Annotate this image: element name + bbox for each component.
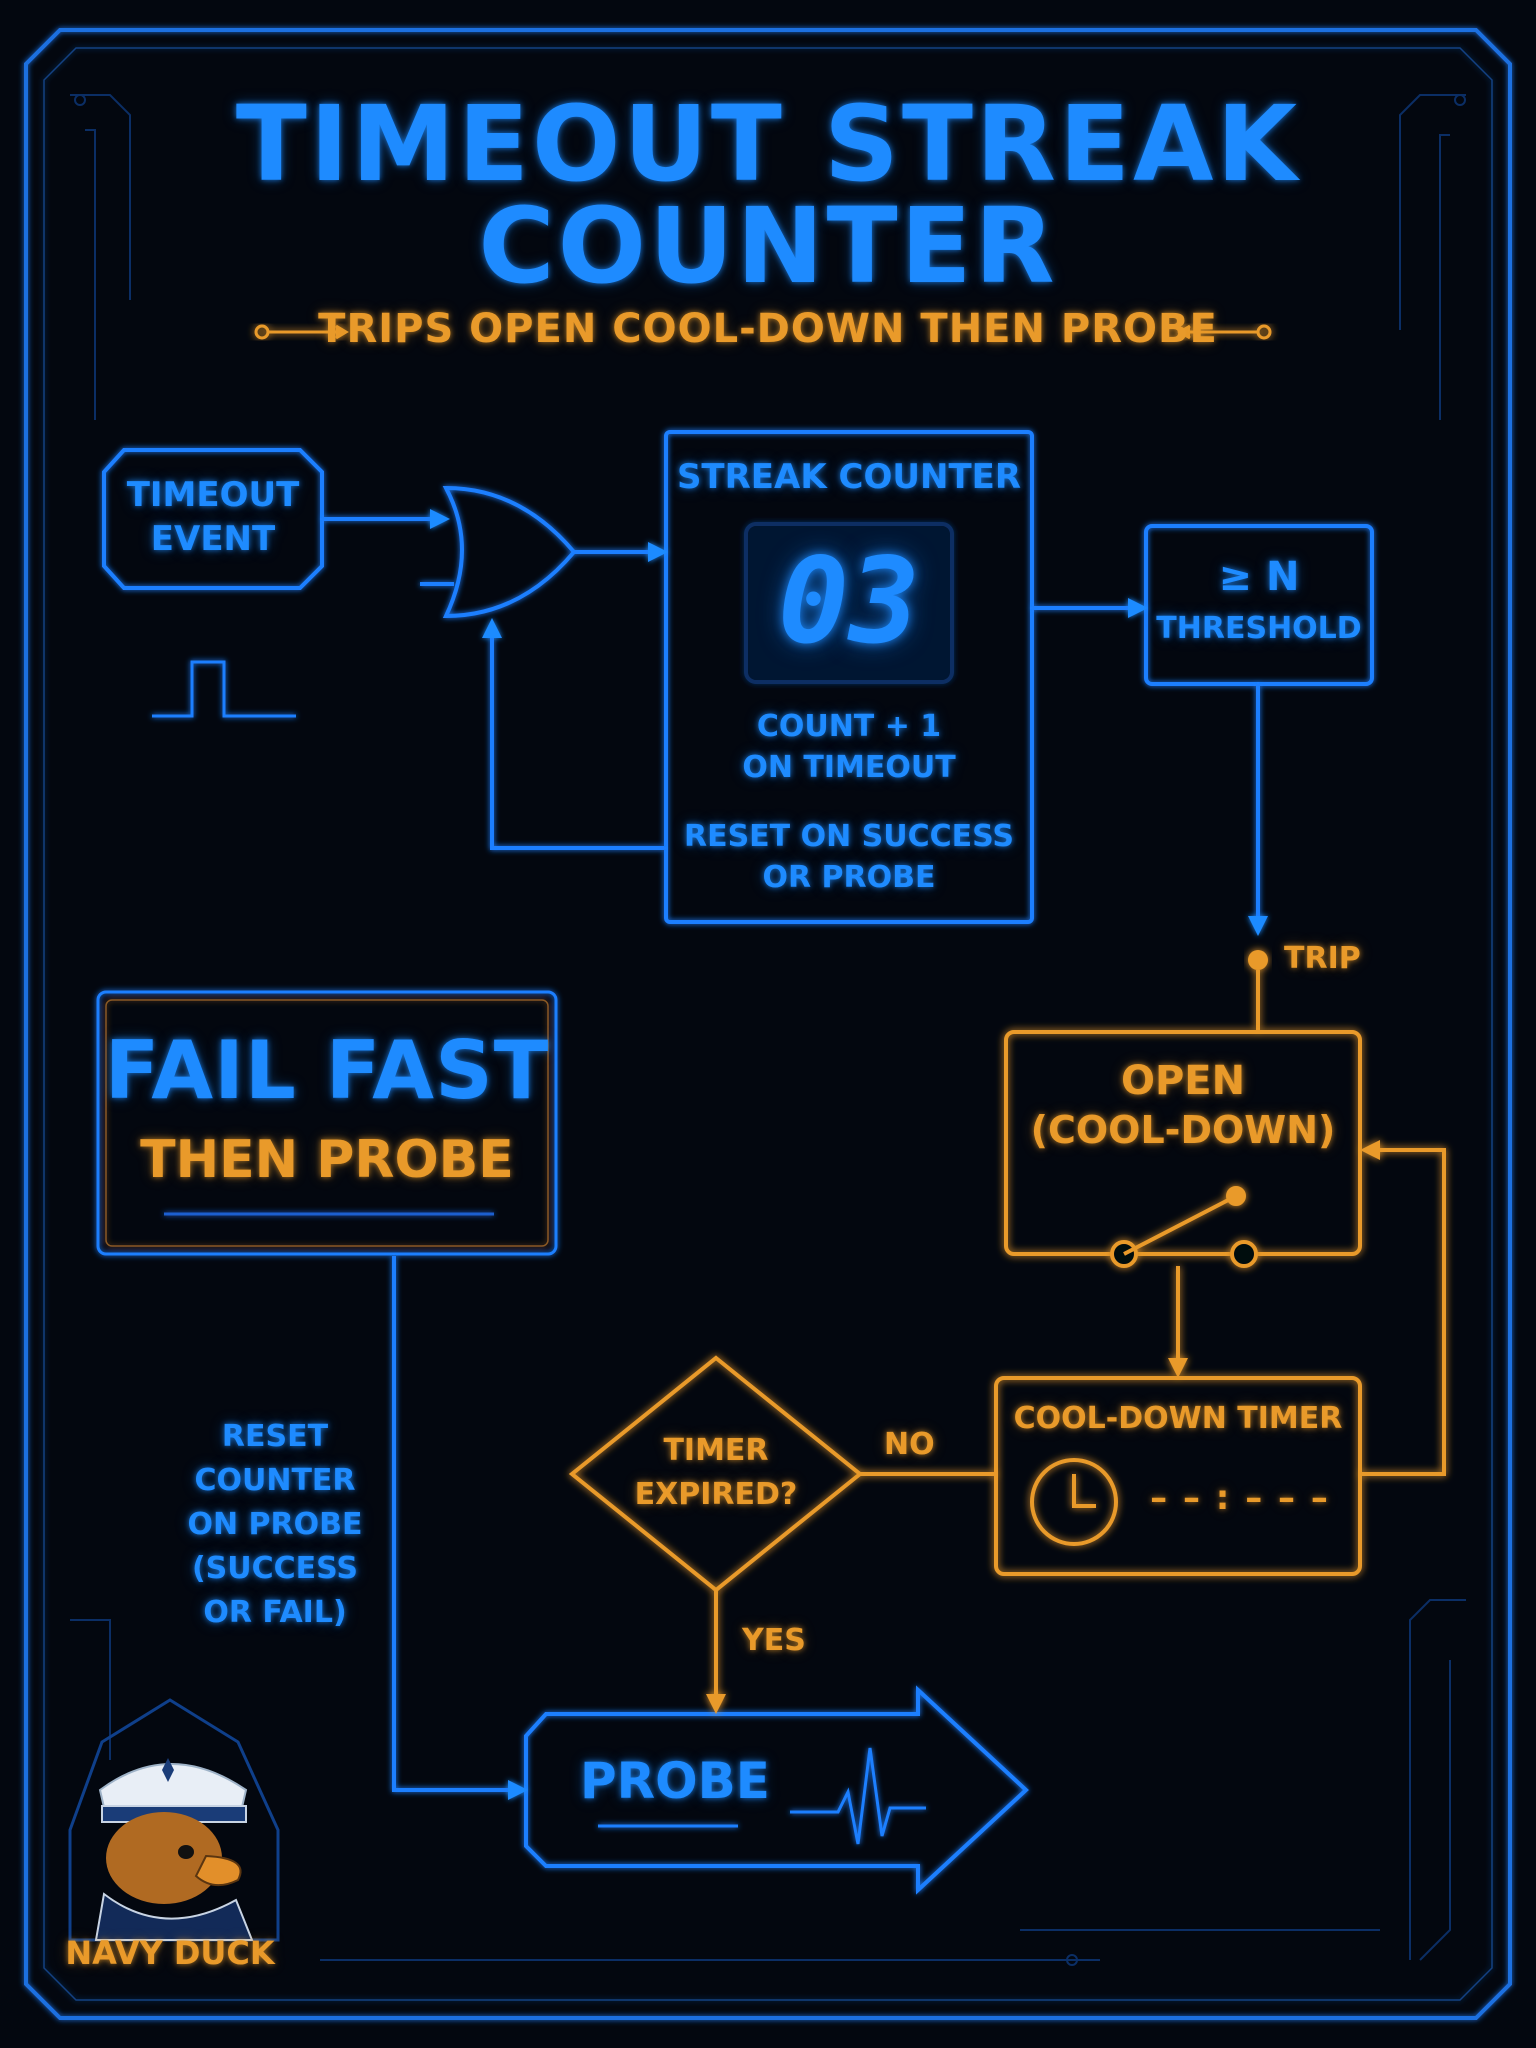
heartbeat-icon [598, 1747, 926, 1845]
fail-fast-box [96, 990, 558, 1256]
counter-display: 03 [777, 532, 921, 670]
switch-icon [1110, 1186, 1258, 1268]
or-gate [442, 485, 577, 619]
count-note-line-1: COUNT + 1 [756, 709, 942, 744]
count-note-line-2: ON TIMEOUT [742, 750, 956, 785]
trip-label: TRIP [1284, 941, 1361, 976]
reset-note-line-2: OR PROBE [762, 860, 936, 895]
threshold-symbol: ≥ N [1218, 554, 1300, 600]
fail-fast-subtitle: THEN PROBE [140, 1130, 514, 1190]
title-line-2: COUNTER [478, 185, 1058, 307]
trip-node [1248, 950, 1268, 1030]
counter-display-box [744, 522, 954, 684]
orange-connectors [706, 1140, 1446, 1714]
blue-connectors [322, 509, 1268, 1800]
clock-icon [1030, 1458, 1118, 1546]
brand-name: NAVY DUCK [65, 1934, 275, 1972]
side-note-line-4: (SUCCESS [191, 1551, 359, 1586]
no-label: NO [884, 1427, 935, 1462]
side-note-line-1: RESET [221, 1419, 329, 1454]
yes-label: YES [742, 1623, 806, 1658]
streak-counter-box [664, 430, 1034, 924]
probe-label: PROBE [580, 1752, 770, 1810]
timeout-event-box [102, 448, 324, 590]
timeout-event-label-2: EVENT [150, 519, 276, 559]
navy-duck-logo [68, 1698, 280, 1942]
probe-arrow-shape [524, 1685, 1029, 1895]
side-note-line-2: COUNTER [194, 1463, 356, 1498]
cooldown-timer-title: COOL-DOWN TIMER [1013, 1401, 1343, 1436]
timeout-event-label-1: TIMEOUT [126, 475, 300, 515]
title-line-1: TIMEOUT STREAK [235, 83, 1301, 205]
open-state-label-2: (COOL-DOWN) [1030, 1108, 1336, 1152]
cooldown-timer-readout: – – : – – – [1150, 1478, 1330, 1518]
outer-frame [24, 28, 1512, 2020]
threshold-box [1144, 524, 1374, 686]
side-note-line-5: OR FAIL) [203, 1595, 347, 1630]
circuit-traces [70, 94, 1466, 1966]
reset-note-line-1: RESET ON SUCCESS [683, 819, 1014, 854]
subtitle-connectors [254, 324, 1272, 340]
open-state-label-1: OPEN [1120, 1058, 1246, 1104]
decision-label-1: TIMER [663, 1433, 769, 1468]
pulse-icon [152, 660, 296, 718]
side-note-line-3: ON PROBE [187, 1507, 363, 1542]
decision-label-2: EXPIRED? [634, 1477, 798, 1512]
streak-counter-title: STREAK COUNTER [676, 457, 1022, 497]
fail-fast-title: FAIL FAST [104, 1024, 550, 1117]
threshold-label: THRESHOLD [1156, 611, 1362, 646]
subtitle: TRIPS OPEN COOL-DOWN THEN PROBE [318, 306, 1218, 352]
